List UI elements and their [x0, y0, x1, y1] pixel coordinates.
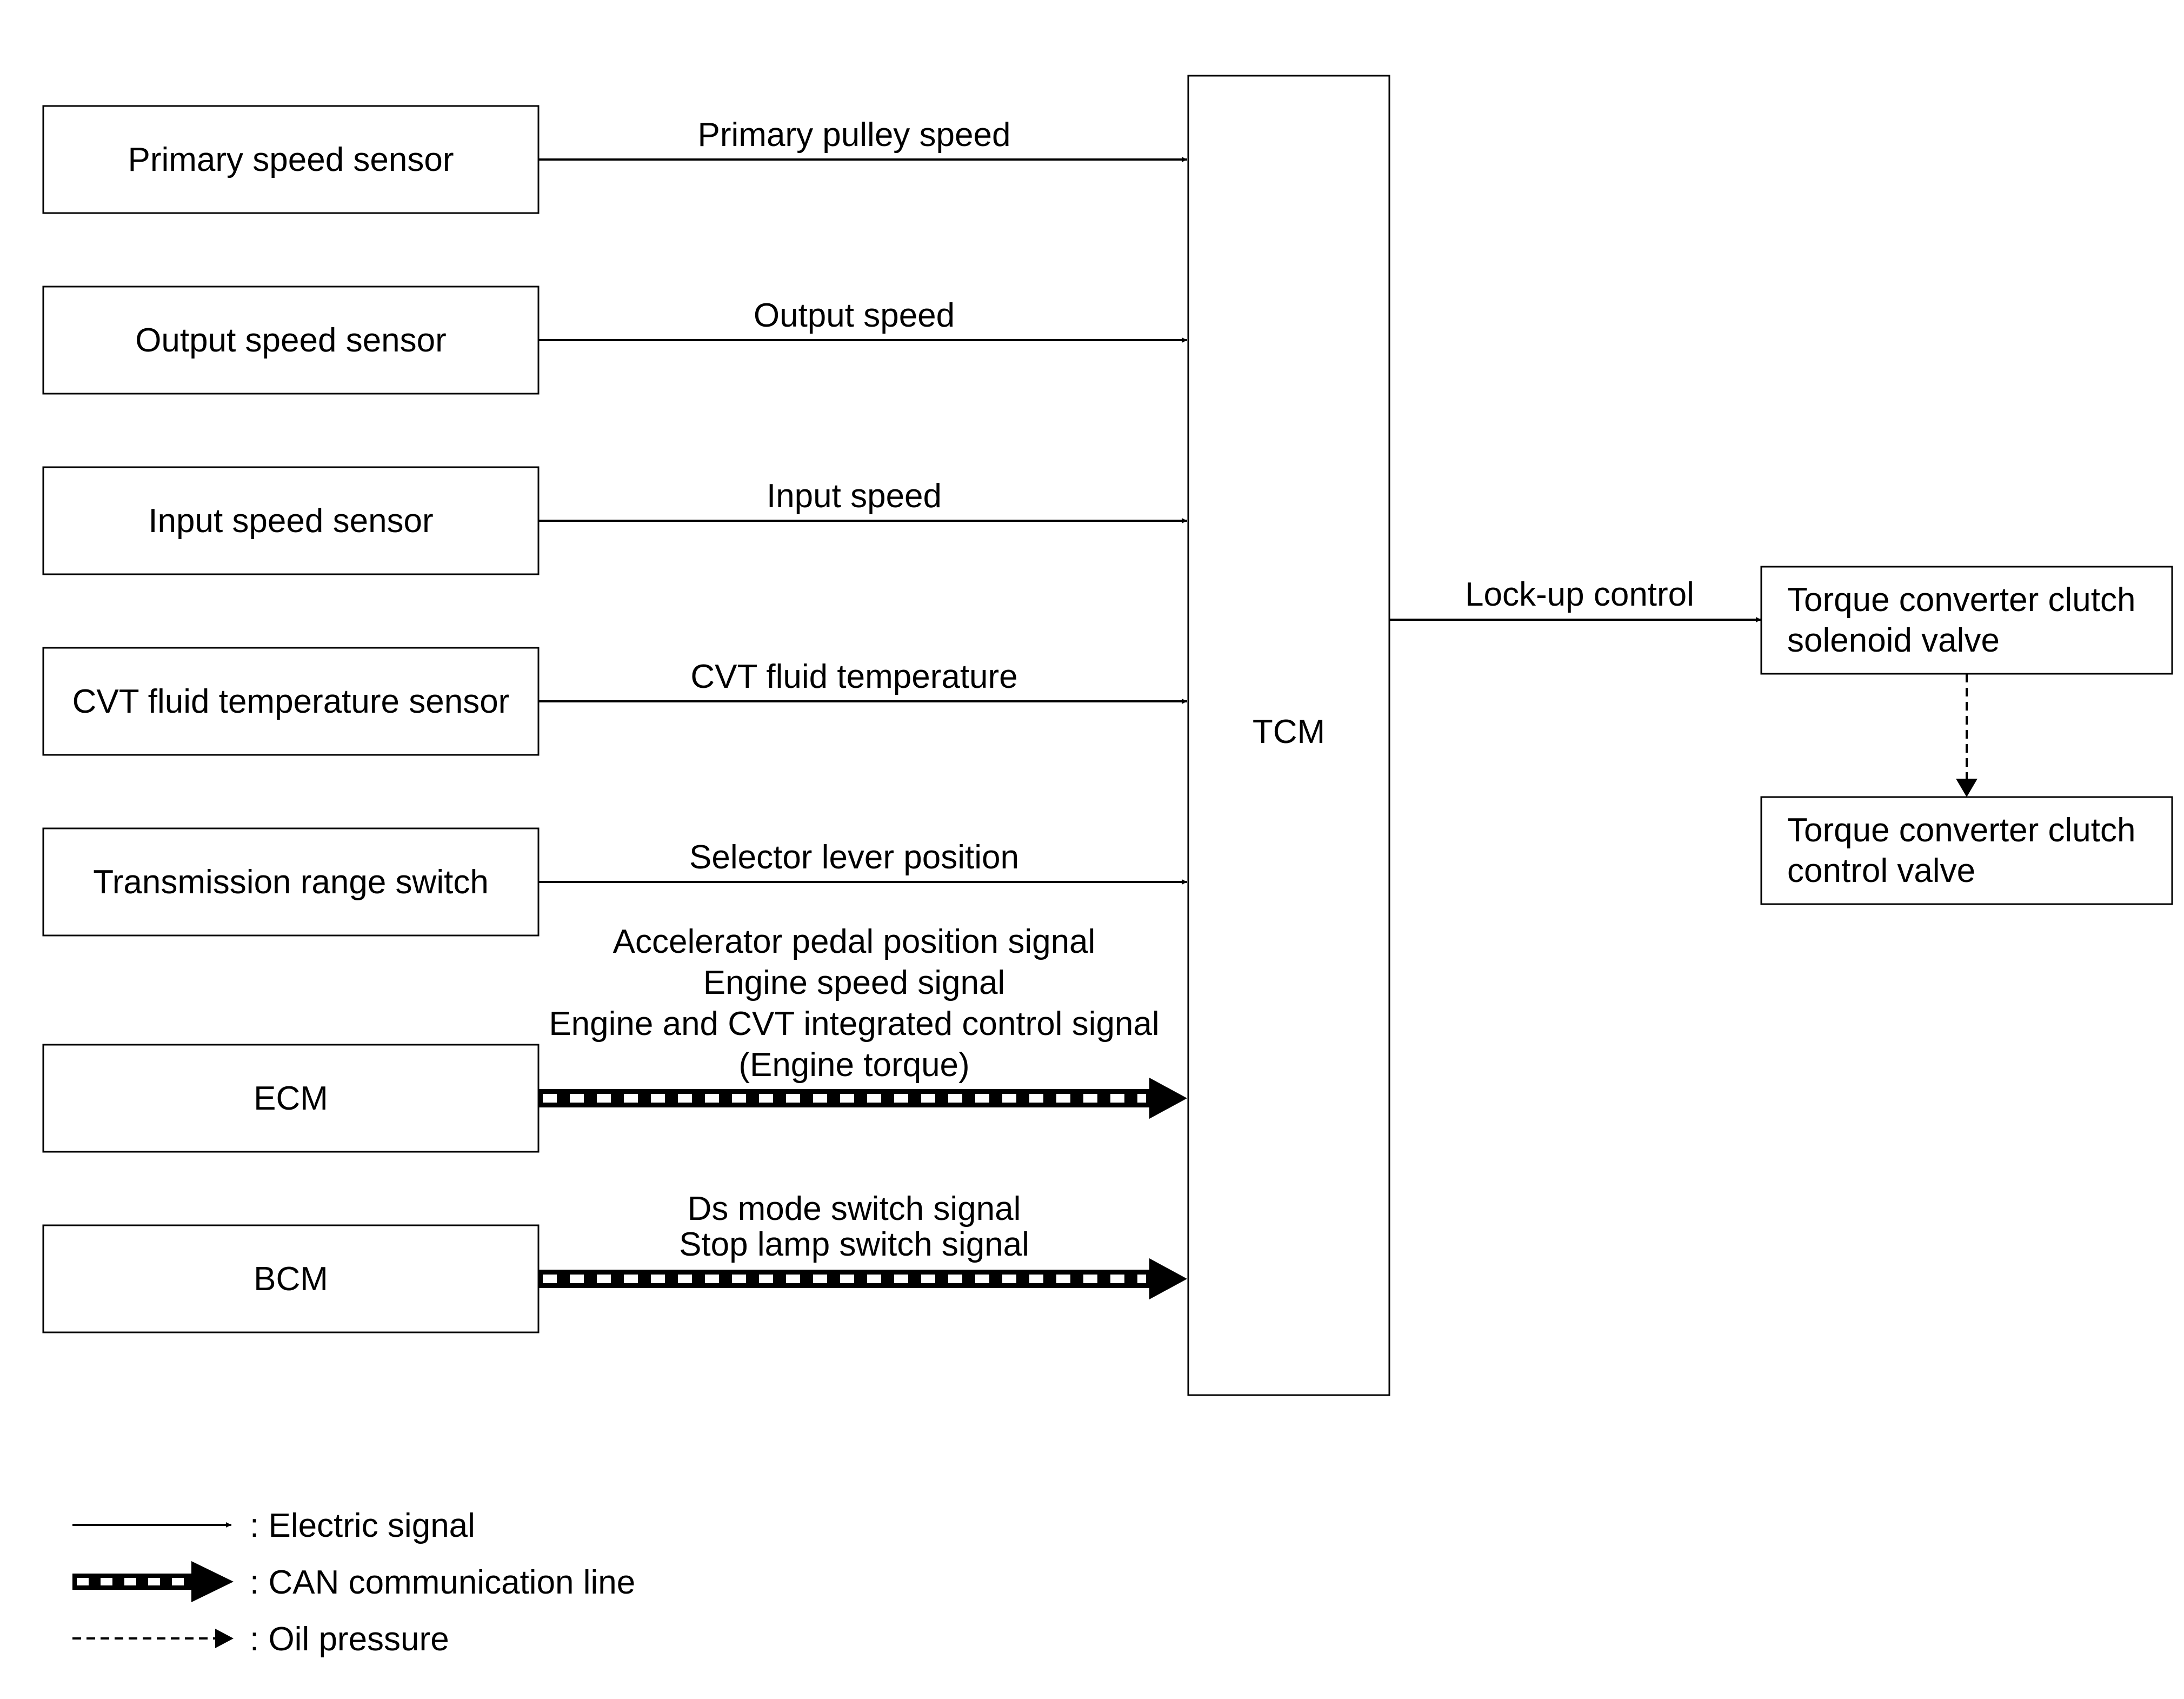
signal-selector-lever-position: Selector lever position — [538, 839, 1187, 885]
input-box-label: CVT fluid temperature sensor — [72, 683, 510, 720]
signal-label: Engine speed signal — [703, 964, 1005, 1001]
signal-primary-pulley-speed: Primary pulley speed — [538, 116, 1187, 162]
oil-pressure-link — [1956, 674, 1977, 797]
input-box-bcm: BCM — [42, 1224, 540, 1333]
oil-pressure-arrowhead — [1956, 779, 1977, 797]
signal-label: Ds mode switch signal — [688, 1190, 1021, 1227]
input-box-label: Transmission range switch — [93, 864, 489, 901]
legend-oil-label: : Oil pressure — [250, 1621, 449, 1658]
legend-item-electric: : Electric signal — [72, 1507, 475, 1544]
signal-input-speed: Input speed — [538, 477, 1187, 523]
input-box-label: Input speed sensor — [148, 502, 433, 540]
tcm-label: TCM — [1253, 713, 1325, 751]
tcm-box: TCM — [1187, 75, 1390, 1396]
signal-label: Accelerator pedal position signal — [613, 923, 1096, 960]
can-arrowhead — [1149, 1258, 1187, 1299]
solenoid-label-line1: Torque converter clutch — [1787, 581, 2135, 619]
legend-item-oil: : Oil pressure — [72, 1621, 449, 1658]
input-box-ecm: ECM — [42, 1044, 540, 1153]
input-box-input-speed-sensor: Input speed sensor — [42, 466, 540, 575]
control-valve-label-line1: Torque converter clutch — [1787, 812, 2135, 849]
signal-label: Primary pulley speed — [698, 116, 1011, 154]
input-box-label: ECM — [254, 1080, 328, 1117]
signal-label: CVT fluid temperature — [690, 658, 1017, 695]
input-box-transmission-range-switch: Transmission range switch — [42, 827, 540, 937]
input-box-cvt-fluid-temperature-sensor: CVT fluid temperature sensor — [42, 647, 540, 756]
input-box-label: Primary speed sensor — [128, 141, 454, 178]
signal-lock-up-control: Lock-up control — [1389, 576, 1761, 622]
can-signal-bcm: Ds mode switch signal Stop lamp switch s… — [538, 1190, 1187, 1299]
signal-label: Engine and CVT integrated control signal — [549, 1005, 1159, 1043]
output-box-solenoid-valve: Torque converter clutch solenoid valve — [1760, 566, 2173, 675]
signal-label: Output speed — [754, 297, 955, 334]
signal-label: Selector lever position — [689, 839, 1019, 876]
signal-label: (Engine torque) — [738, 1046, 969, 1084]
signal-cvt-fluid-temperature: CVT fluid temperature — [538, 658, 1187, 704]
legend: : Electric signal : CAN communication li… — [72, 1507, 635, 1658]
legend-item-can: : CAN communication line — [72, 1561, 635, 1602]
input-box-output-speed-sensor: Output speed sensor — [42, 286, 540, 395]
output-box-control-valve: Torque converter clutch control valve — [1760, 796, 2173, 905]
legend-oil-arrowhead — [215, 1629, 234, 1648]
can-arrowhead — [1149, 1078, 1187, 1119]
can-signal-ecm: Accelerator pedal position signal Engine… — [538, 923, 1187, 1119]
input-box-label: BCM — [254, 1260, 328, 1298]
signal-label: Input speed — [767, 477, 942, 515]
signal-label: Lock-up control — [1465, 576, 1694, 613]
signal-label: Stop lamp switch signal — [679, 1226, 1029, 1263]
signal-output-speed: Output speed — [538, 297, 1187, 343]
legend-can-arrowhead — [191, 1561, 234, 1602]
input-box-primary-speed-sensor: Primary speed sensor — [42, 105, 540, 214]
legend-can-label: : CAN communication line — [250, 1564, 635, 1601]
legend-electric-label: : Electric signal — [250, 1507, 475, 1544]
solenoid-label-line2: solenoid valve — [1787, 622, 2000, 659]
input-box-label: Output speed sensor — [135, 322, 447, 359]
control-valve-label-line2: control valve — [1787, 852, 1975, 890]
